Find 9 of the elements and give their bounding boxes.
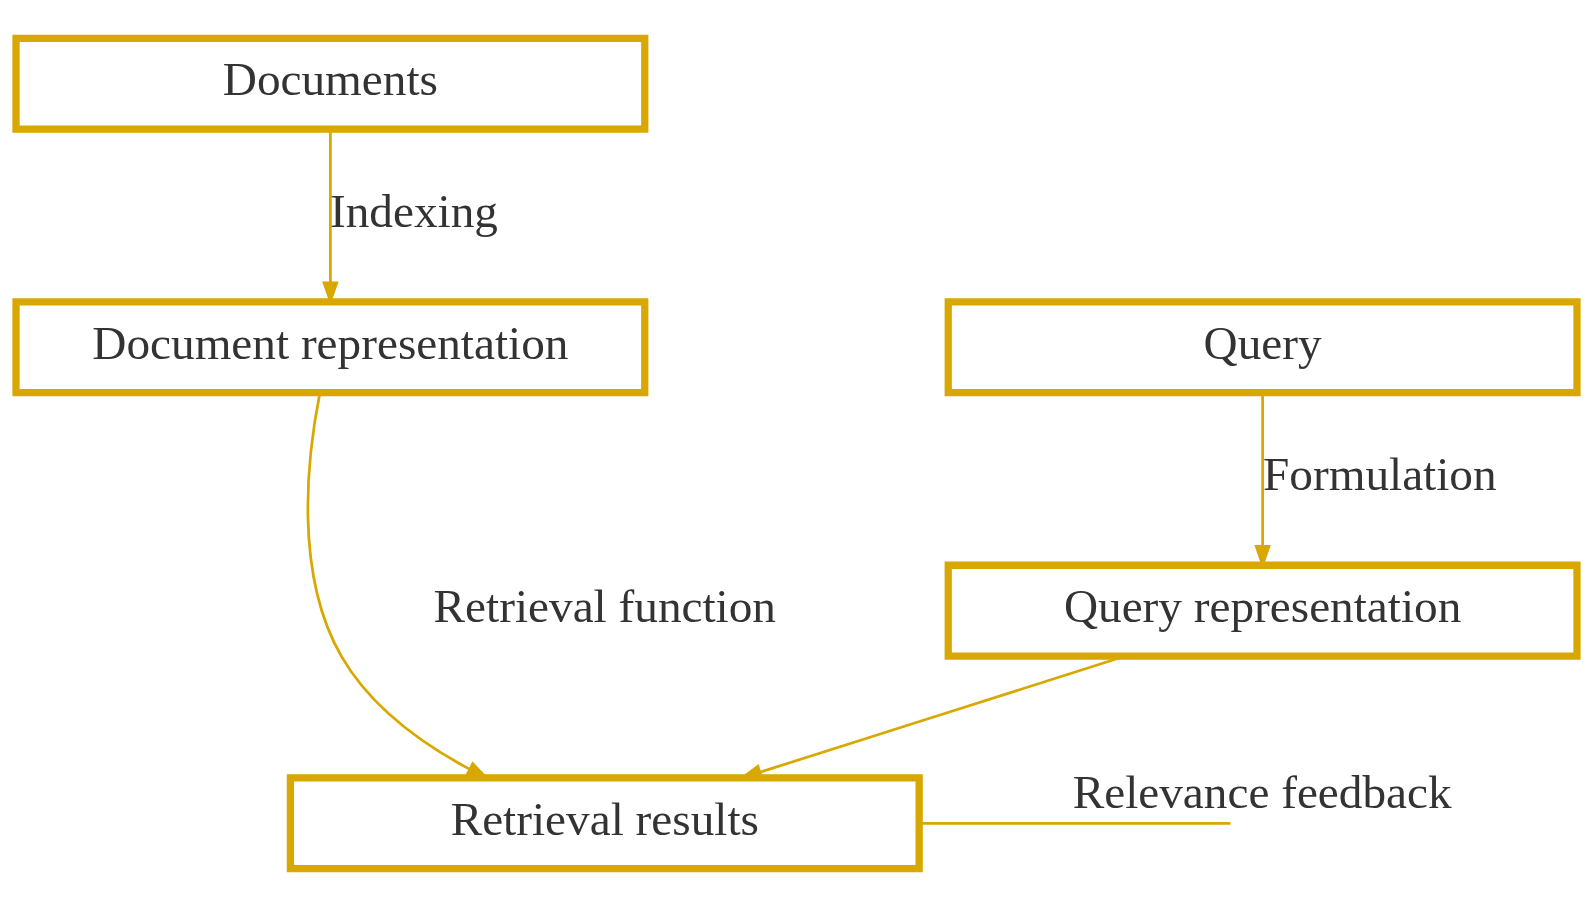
node-box: Documents [12, 34, 649, 133]
node-box: Document representation [12, 297, 649, 396]
edge-label: Relevance feedback [1072, 765, 1452, 818]
node-box: Query representation [944, 561, 1581, 660]
connector [919, 821, 1231, 825]
label: Retrieval function [433, 579, 776, 632]
edge-label: Formulation [1263, 447, 1497, 500]
node-box: Retrieval results [286, 773, 923, 872]
node-box: Query [944, 297, 1581, 396]
